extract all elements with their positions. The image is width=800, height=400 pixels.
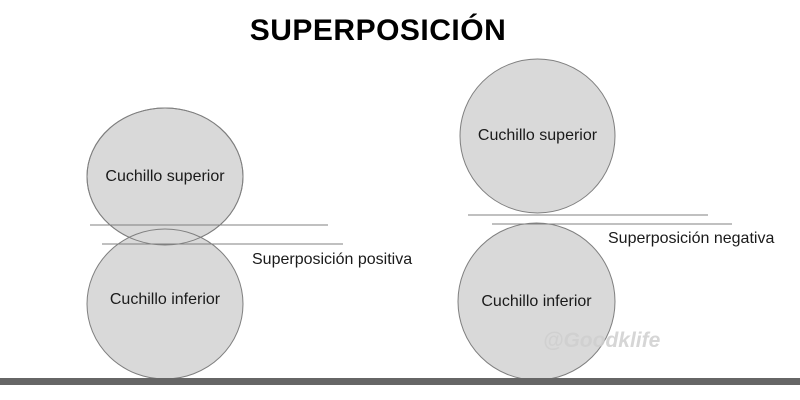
watermark: @Goodklife (543, 329, 661, 352)
negative-overlap-label: Superposición negativa (608, 230, 775, 247)
upper-knife-circle-positive (86, 107, 244, 246)
lower-knife-circle-negative (457, 222, 616, 381)
page-title: SUPERPOSICIÓN (249, 14, 507, 47)
lower-knife-circle-positive (86, 228, 244, 380)
upper-knife-circle-negative (459, 58, 616, 214)
upper-knife-circle-positive-outline (86, 107, 244, 246)
ground-bar (0, 378, 800, 385)
positive-overlap-label: Superposición positiva (252, 251, 413, 268)
